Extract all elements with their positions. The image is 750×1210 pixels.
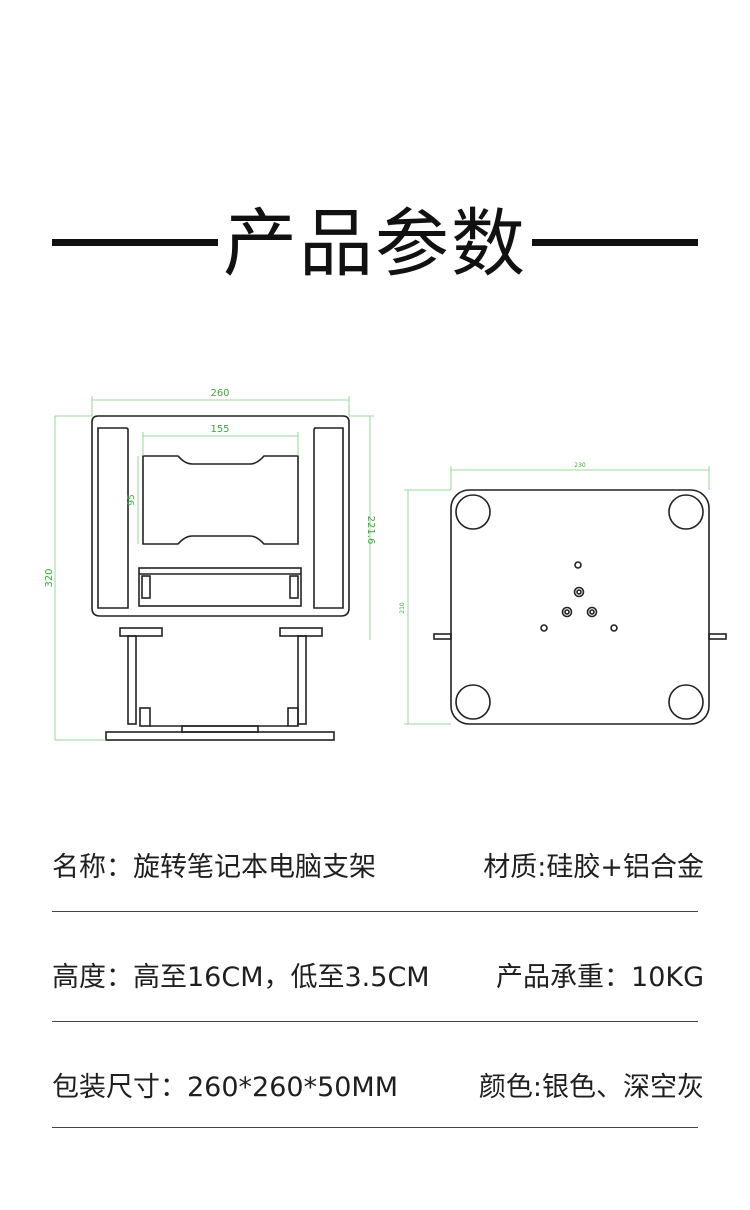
dim-side-height: 221.6 — [365, 516, 376, 545]
dim-bottom-width: 230 — [574, 462, 586, 469]
spec-material: 材质:硅胶+铝合金 — [483, 852, 704, 883]
spec-capacity: 产品承重：10KG — [496, 962, 704, 993]
spec-height: 高度：高至16CM，低至3.5CM — [52, 962, 430, 993]
pad-br — [668, 684, 704, 720]
spec-name: 名称：旋转笔记本电脑支架 — [52, 852, 376, 883]
frame-outline — [91, 415, 350, 617]
pad-bl — [455, 684, 491, 720]
spec-row-height: 高度：高至16CM，低至3.5CM 产品承重：10KG — [52, 958, 704, 1028]
dim-inner-height: 95 — [127, 494, 137, 505]
base-plate — [105, 731, 335, 741]
title-rule-left — [52, 239, 218, 246]
left-upright — [97, 427, 129, 609]
divider — [52, 1127, 698, 1128]
page-title: 产品参数 — [223, 201, 527, 287]
pad-tl — [455, 494, 491, 530]
divider — [52, 911, 698, 912]
technical-drawing: 260 155 95 221.6 320 230 210 — [44, 388, 727, 741]
bottom-plate — [450, 489, 710, 725]
title-rule-right — [532, 239, 698, 246]
right-upright — [313, 427, 344, 609]
leg-right — [297, 635, 307, 725]
inner-window — [142, 455, 299, 545]
spec-color: 颜色:银色、深空灰 — [478, 1072, 704, 1103]
divider — [52, 1021, 698, 1022]
leg-left — [127, 635, 137, 725]
spec-package-size: 包装尺寸：260*260*50MM — [52, 1072, 399, 1103]
bottom-view — [433, 489, 727, 725]
dim-total-height: 320 — [44, 568, 55, 587]
dim-width: 260 — [210, 388, 229, 399]
foot-right — [279, 627, 323, 637]
dim-inner-width: 155 — [210, 424, 229, 435]
dim-bottom-height: 210 — [399, 602, 406, 614]
spec-row-package: 包装尺寸：260*260*50MM 颜色:银色、深空灰 — [52, 1068, 704, 1138]
spec-row-name: 名称：旋转笔记本电脑支架 材质:硅胶+铝合金 — [52, 848, 704, 918]
pad-tr — [668, 494, 704, 530]
foot-left — [119, 627, 163, 637]
front-view — [91, 415, 350, 741]
bracket — [138, 567, 302, 607]
